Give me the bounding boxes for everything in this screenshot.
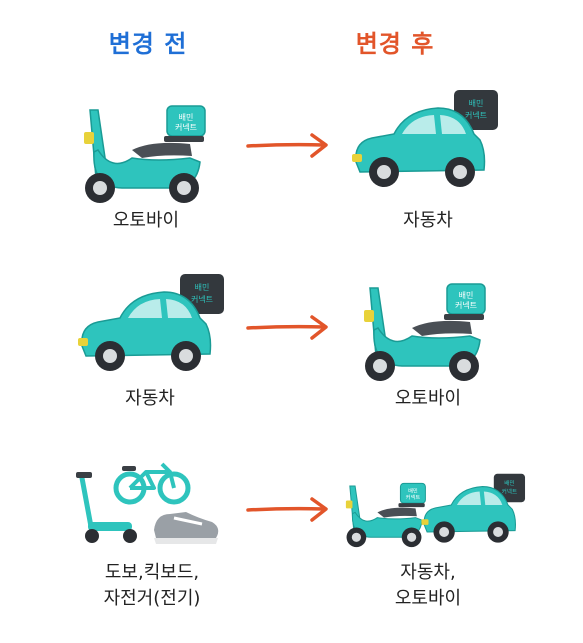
car-illustration [420,473,526,544]
scooter-illustration [345,482,426,548]
walking-kickboard-bicycle-illustration [76,462,219,544]
header-after: 변경 후 [355,30,435,58]
arrow-icon [246,497,328,522]
row2-after-label: 오토바이 [394,388,462,409]
row1-before-label: 오토바이 [112,210,180,231]
header-before: 변경 전 [108,30,188,58]
arrow-icon [246,133,328,158]
row2-before-label: 자동차 [125,388,175,409]
car-illustration [77,273,225,372]
scooter-illustration [363,283,486,382]
row3-before-label: 도보,킥보드, 자전거(전기) [103,562,201,609]
row3-after-label: 자동차, 오토바이 [394,562,462,609]
arrow-icon [246,315,328,340]
car-illustration [351,89,499,188]
row1-after-label: 자동차 [403,210,453,231]
scooter-illustration [83,105,206,204]
